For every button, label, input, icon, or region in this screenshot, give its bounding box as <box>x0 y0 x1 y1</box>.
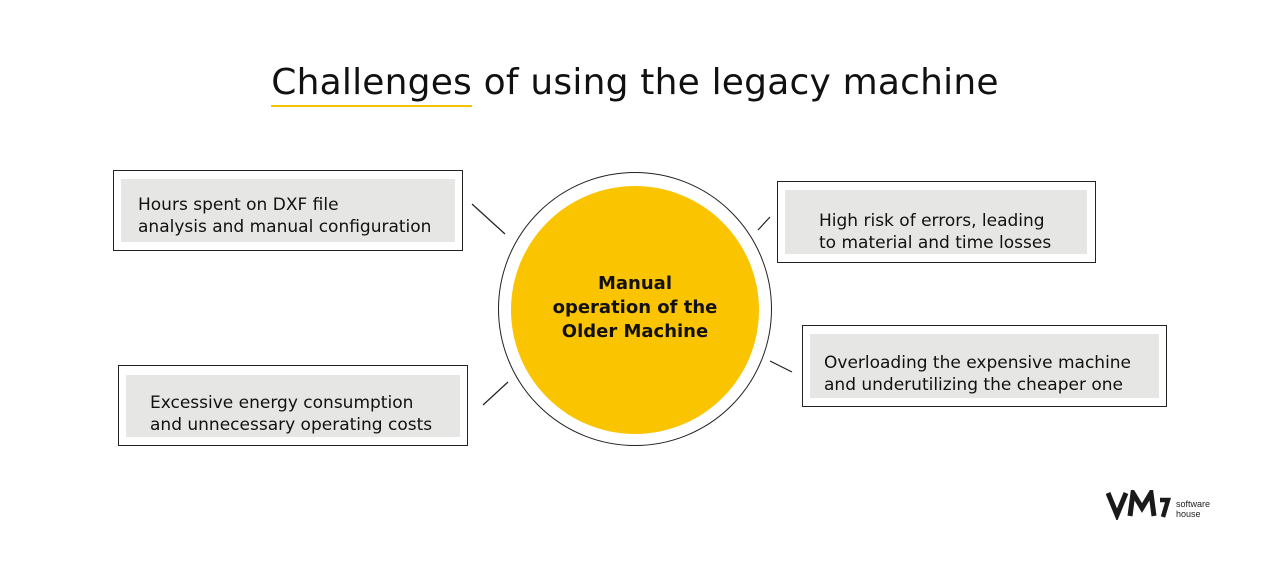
challenge-box-energy-costs: Excessive energy consumption and unneces… <box>118 365 468 446</box>
challenge-box-error-risk: High risk of errors, leading to material… <box>777 181 1096 263</box>
challenge-text: Overloading the expensive machine and un… <box>810 334 1159 398</box>
company-logo: software house <box>1106 490 1218 520</box>
vm-logo-mark <box>1106 490 1172 520</box>
center-ring <box>498 172 772 446</box>
page-title: Challenges of using the legacy machine <box>0 62 1270 107</box>
challenge-text: Excessive energy consumption and unneces… <box>126 375 460 437</box>
connector-top-left <box>471 203 506 235</box>
center-label: Manual operation of the Older Machine <box>552 273 718 342</box>
connector-bottom-left <box>482 381 509 406</box>
title-highlight: Challenges <box>271 62 473 107</box>
challenge-box-machine-overload: Overloading the expensive machine and un… <box>802 325 1167 407</box>
challenge-text: Hours spent on DXF file analysis and man… <box>121 179 455 242</box>
logo-subtitle: software house <box>1176 499 1211 519</box>
connector-top-right <box>757 216 771 231</box>
challenge-box-dxf-analysis: Hours spent on DXF file analysis and man… <box>113 170 463 251</box>
title-rest: of using the legacy machine <box>472 62 999 103</box>
center-circle <box>511 186 759 434</box>
connector-bottom-right <box>769 360 793 373</box>
challenge-text: High risk of errors, leading to material… <box>785 190 1087 254</box>
